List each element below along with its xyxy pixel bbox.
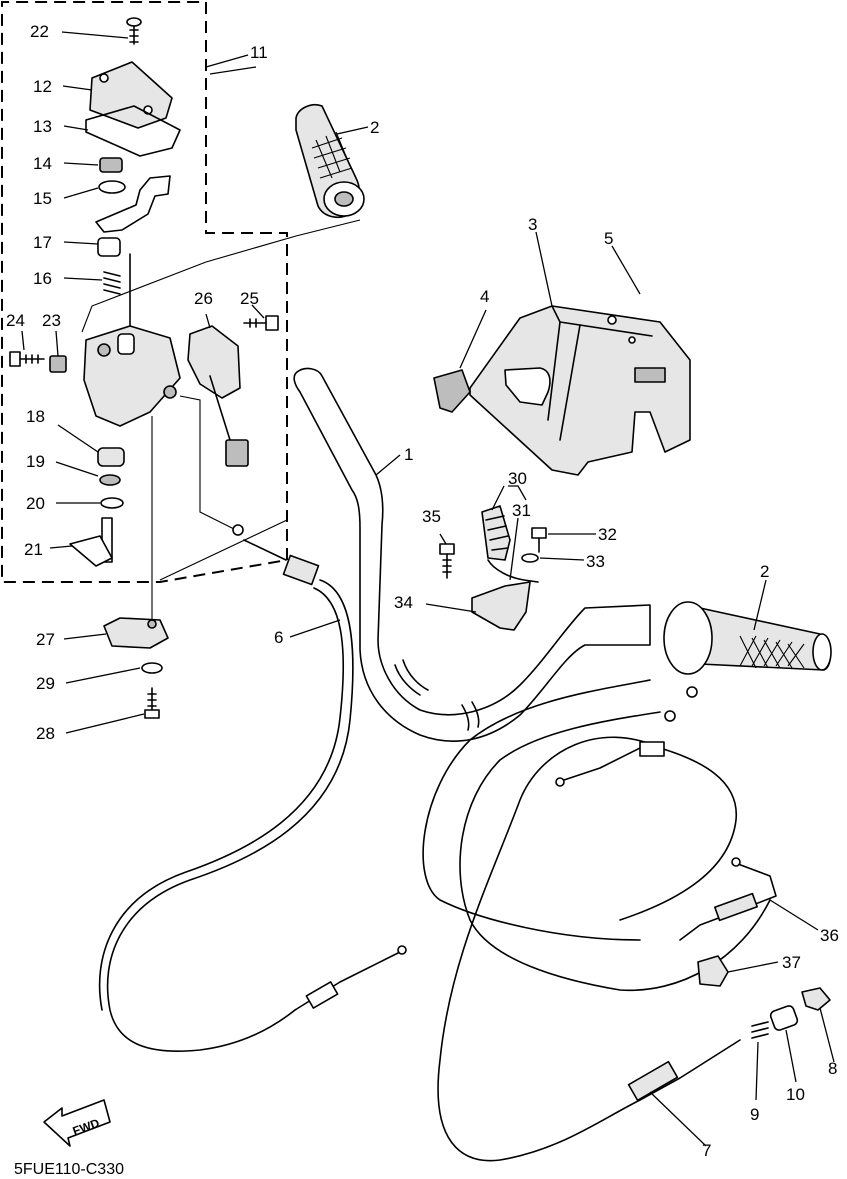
callout-4: 4 (480, 287, 489, 306)
callout-22: 22 (30, 22, 49, 41)
callout-20: 20 (26, 494, 45, 513)
spring-9 (751, 1021, 769, 1039)
callout-3: 3 (528, 215, 537, 234)
cover-badge-recess (504, 367, 551, 406)
washer-29 (141, 662, 163, 674)
spring-16 (103, 271, 121, 295)
callout-10: 10 (786, 1085, 805, 1104)
housing-cover (89, 61, 173, 129)
callout-33: 33 (586, 552, 605, 571)
callout-6: 6 (274, 628, 283, 647)
callout-2-top: 2 (370, 118, 379, 137)
bush-18 (97, 447, 125, 467)
callout-29: 29 (36, 674, 55, 693)
callout-14: 14 (33, 154, 52, 173)
callout-27: 27 (36, 630, 55, 649)
callout-1: 1 (404, 445, 413, 464)
screw-35 (439, 543, 455, 579)
reflector (433, 369, 471, 413)
callout-32: 32 (598, 525, 617, 544)
callout-19: 19 (26, 452, 45, 471)
collar-17 (97, 237, 121, 257)
callout-21: 21 (24, 540, 43, 559)
callout-16: 16 (33, 269, 52, 288)
callout-36: 36 (820, 926, 839, 945)
callout-labels: 22 12 13 14 15 17 16 24 23 18 19 20 21 2… (6, 22, 839, 1160)
callout-7: 7 (702, 1141, 711, 1160)
right-grip (663, 601, 832, 675)
callout-15: 15 (33, 189, 52, 208)
switch-housing (187, 325, 241, 399)
clamp-37 (697, 955, 729, 987)
washer-19 (99, 474, 121, 486)
callout-18: 18 (26, 407, 45, 426)
callout-5: 5 (604, 229, 613, 248)
diagram-code: 5FUE110-C330 (14, 1161, 124, 1178)
callout-31: 31 (512, 501, 531, 520)
callout-28: 28 (36, 724, 55, 743)
switch-assembly (481, 505, 539, 583)
cable-36 (679, 857, 777, 941)
callout-17: 17 (33, 233, 52, 252)
sub-assembly-dashed-boundary (1, 1, 288, 583)
callout-34: 34 (394, 593, 413, 612)
brake-cable (437, 736, 741, 1162)
control-cables (422, 679, 771, 992)
callout-23: 23 (42, 311, 61, 330)
part-8 (801, 987, 831, 1011)
holder-27 (103, 617, 169, 649)
screw-32 (531, 527, 547, 553)
left-grip (295, 103, 365, 219)
callout-35: 35 (422, 507, 441, 526)
screw-25 (243, 315, 279, 331)
washer-20 (100, 497, 124, 509)
gasket (85, 105, 181, 157)
screw-22 (126, 17, 142, 45)
nut-23 (49, 355, 67, 373)
callout-24: 24 (6, 311, 25, 330)
washer-33 (521, 553, 539, 563)
callout-12: 12 (33, 77, 52, 96)
callout-8: 8 (828, 1059, 837, 1078)
fwd-arrow-icon: FWD (43, 1099, 111, 1147)
part-10 (769, 1005, 799, 1031)
handlebar (293, 367, 651, 742)
callout-26: 26 (194, 289, 213, 308)
callout-13: 13 (33, 117, 52, 136)
callout-9: 9 (750, 1105, 759, 1124)
callout-2-right: 2 (760, 562, 769, 581)
shaft-21 (69, 517, 113, 567)
throttle-cable (98, 524, 407, 1052)
switch-connector (225, 439, 249, 467)
nut-14 (99, 157, 123, 173)
bolt-28 (144, 687, 160, 719)
screw-24 (9, 351, 45, 367)
callout-37: 37 (782, 953, 801, 972)
leader-lines (21, 31, 835, 1147)
callout-30: 30 (508, 469, 527, 488)
switch-bracket (471, 581, 531, 631)
callout-25: 25 (240, 289, 259, 308)
handlebar-cover (469, 305, 691, 476)
callout-11: 11 (250, 43, 268, 62)
throttle-lever (95, 175, 171, 233)
washer-15 (98, 180, 126, 194)
